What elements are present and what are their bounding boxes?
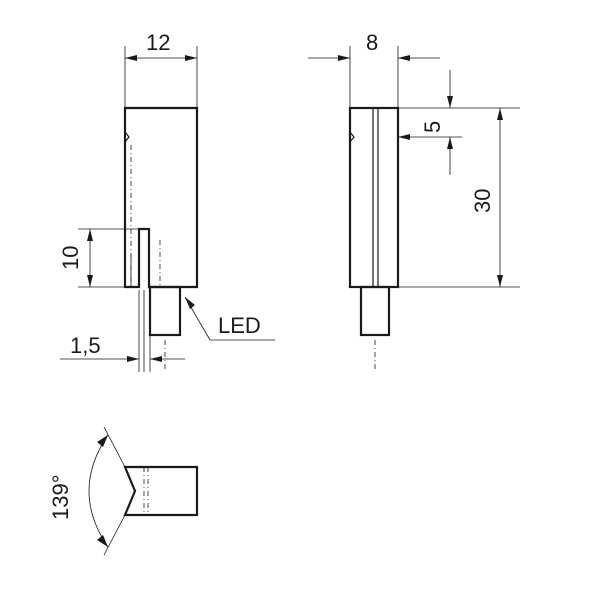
side-view [348, 106, 400, 372]
label-dim-10: 10 [58, 246, 83, 270]
label-width-front: 12 [146, 30, 170, 55]
dim-1-5: 1,5 [60, 290, 185, 372]
top-housing-outline [123, 465, 199, 517]
led-callout: LED [184, 296, 275, 341]
front-view [123, 106, 199, 372]
dim-30: 30 [398, 108, 520, 288]
front-stub [148, 285, 182, 337]
label-dim-30: 30 [470, 189, 495, 213]
dim-angle: 139° [48, 426, 126, 556]
label-led: LED [218, 313, 261, 338]
label-dim-5: 5 [420, 121, 445, 133]
front-notch [124, 131, 130, 143]
dim-width-front: 12 [124, 30, 198, 108]
label-dim-1-5: 1,5 [70, 333, 101, 358]
top-view [123, 465, 199, 517]
side-housing-outline [348, 106, 400, 289]
label-angle: 139° [48, 474, 73, 520]
dim-10: 10 [58, 228, 139, 288]
front-housing-outline [123, 106, 199, 289]
dim-width-side: 8 [308, 30, 440, 108]
side-stub [359, 285, 391, 337]
side-notch [349, 131, 355, 143]
dim-5: 5 [398, 70, 520, 175]
label-width-side: 8 [366, 30, 378, 55]
